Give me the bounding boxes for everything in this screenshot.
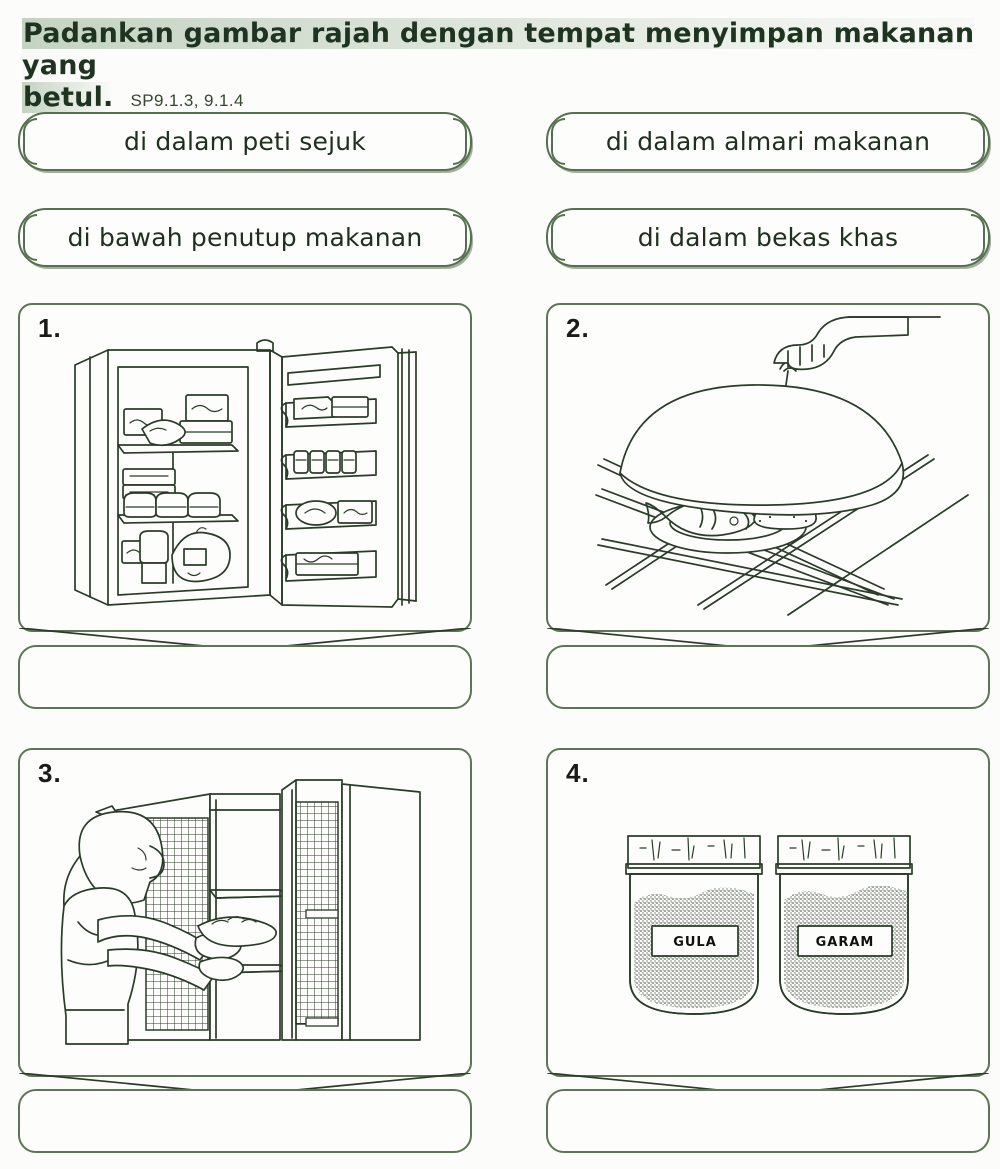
worksheet-heading: Padankan gambar rajah dengan tempat meny… [22,18,977,114]
food-cabinet-illustration [20,750,470,1075]
picture-panel-2: 2. [546,303,990,651]
instruction-line-2-row: betul. SP9.1.3, 9.1.4 [22,82,977,114]
sp-code-label: SP9.1.3, 9.1.4 [130,91,244,110]
picture-panel-1: 1. [18,303,472,651]
answer-box-4[interactable] [546,1089,990,1153]
pill-right-bracket-icon [453,118,467,165]
panel-number: 1. [38,313,62,343]
option-pill-bekas-khas[interactable]: di dalam bekas khas [546,208,990,267]
option-pill-penutup-makanan[interactable]: di bawah penutup makanan [18,208,472,267]
pill-left-bracket-icon [23,118,37,165]
pill-right-bracket-icon [971,118,985,165]
instruction-line-2: betul. [22,82,115,114]
jar-garam: GARAM [775,835,913,1015]
picture-panel-4: 4. [546,748,990,1096]
storage-jars-illustration: GULA GARAM [548,750,988,1075]
jar-label: GULA [673,935,717,950]
pill-left-bracket-icon [23,214,37,261]
option-pill-peti-sejuk[interactable]: di dalam peti sejuk [18,112,472,171]
option-label: di dalam bekas khas [637,223,899,252]
jar-label: GARAM [816,935,875,950]
pill-right-bracket-icon [971,214,985,261]
panel-number: 4. [566,758,590,788]
option-pill-almari-makanan[interactable]: di dalam almari makanan [546,112,990,171]
refrigerator-illustration [20,305,470,630]
answer-box-2[interactable] [546,645,990,709]
instruction-line-1: Padankan gambar rajah dengan tempat meny… [22,18,977,82]
pill-left-bracket-icon [551,118,565,165]
answer-box-1[interactable] [18,645,472,709]
pill-right-bracket-icon [453,214,467,261]
panel-number: 2. [566,313,590,343]
option-label: di dalam peti sejuk [124,127,366,156]
panel-number: 3. [38,758,62,788]
picture-panel-3: 3. [18,748,472,1096]
jar-gula: GULA [625,835,763,1015]
answer-box-3[interactable] [18,1089,472,1153]
instruction-text-1: Padankan gambar rajah dengan tempat meny… [22,18,975,81]
instruction-text-2: betul. [22,82,115,113]
pill-left-bracket-icon [551,214,565,261]
food-cover-illustration [548,305,988,630]
option-label: di dalam almari makanan [605,127,931,156]
option-label: di bawah penutup makanan [67,223,423,252]
